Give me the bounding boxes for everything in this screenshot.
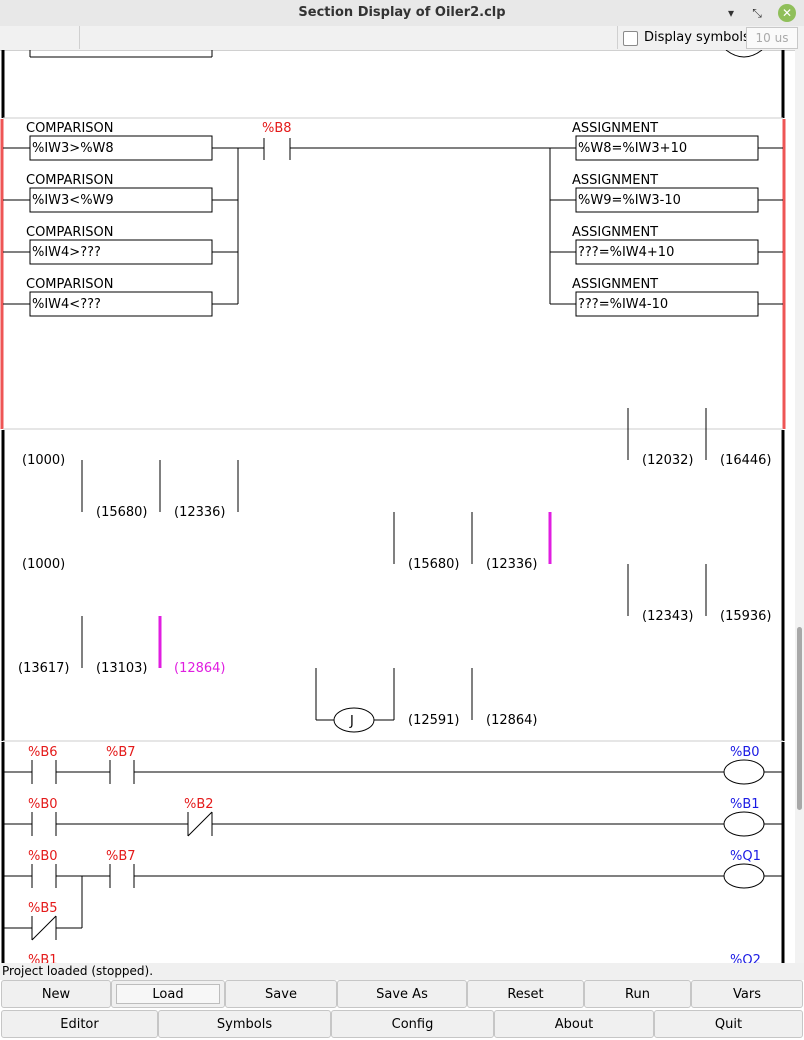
coil-label: %Q2 xyxy=(730,953,761,963)
assignment-title: ASSIGNMENT xyxy=(572,277,658,292)
net-value: (13617) xyxy=(18,661,70,676)
quit-button[interactable]: Quit xyxy=(654,1010,803,1038)
run-button[interactable]: Run xyxy=(584,980,691,1008)
display-symbols-checkbox[interactable] xyxy=(623,31,638,46)
net-value-active: (12864) xyxy=(174,661,226,676)
close-icon[interactable]: ✕ xyxy=(778,4,796,22)
comparison-title: COMPARISON xyxy=(26,225,114,240)
scan-time-field[interactable]: 10 us xyxy=(746,27,798,49)
symbols-button[interactable]: Symbols xyxy=(158,1010,331,1038)
scrollbar-thumb[interactable] xyxy=(797,627,802,810)
net-value: (16446) xyxy=(720,453,772,468)
net-value: (15680) xyxy=(408,557,460,572)
net-value: (12336) xyxy=(486,557,538,572)
reset-button[interactable]: Reset xyxy=(467,980,584,1008)
comparison-title: COMPARISON xyxy=(26,173,114,188)
comparison-expr: %IW3>%W8 xyxy=(32,141,114,156)
status-bar: Project loaded (stopped). xyxy=(0,963,804,980)
comparison-title: COMPARISON xyxy=(26,277,114,292)
new-button[interactable]: New xyxy=(1,980,111,1008)
coil-label: %B0 xyxy=(730,745,760,760)
net-value: (12343) xyxy=(642,609,694,624)
contact-label: %B6 xyxy=(28,745,58,760)
net-value: (1000) xyxy=(22,557,65,572)
display-symbols-label: Display symbols xyxy=(644,30,750,45)
net-value: (15936) xyxy=(720,609,772,624)
comparison-expr: %IW4>??? xyxy=(32,245,101,260)
assignment-expr: %W9=%IW3-10 xyxy=(578,193,681,208)
ladder-canvas[interactable]: COMPARISON %IW3>%W8 COMPARISON %IW3<%W9 … xyxy=(0,50,795,963)
load-button[interactable]: Load xyxy=(111,980,225,1008)
net-value: (12591) xyxy=(408,713,460,728)
contact-label: %B8 xyxy=(262,121,292,136)
assignment-title: ASSIGNMENT xyxy=(572,225,658,240)
net-value: (13103) xyxy=(96,661,148,676)
jump-label: J xyxy=(349,714,354,729)
toolbar: Display symbols 10 us xyxy=(0,26,804,51)
title-bar: Section Display of Oiler2.clp ▾ ⤡ ✕ xyxy=(0,0,804,27)
contact-label: %B2 xyxy=(184,797,214,812)
net-value: (1000) xyxy=(22,453,65,468)
restore-icon[interactable]: ⤡ xyxy=(752,6,762,20)
vertical-scrollbar[interactable] xyxy=(795,50,804,963)
comparison-expr: %IW3<%W9 xyxy=(32,193,114,208)
assignment-title: ASSIGNMENT xyxy=(572,121,658,136)
assignment-expr: ???=%IW4+10 xyxy=(578,245,674,260)
contact-label: %B7 xyxy=(106,849,136,864)
contact-label: %B0 xyxy=(28,797,58,812)
comparison-expr: %IW4<??? xyxy=(32,297,101,312)
save-as-button[interactable]: Save As xyxy=(337,980,467,1008)
about-button[interactable]: About xyxy=(494,1010,654,1038)
assignment-expr: %W8=%IW3+10 xyxy=(578,141,687,156)
net-value: (15680) xyxy=(96,505,148,520)
coil-label: %B1 xyxy=(730,797,760,812)
contact-label: %B1 xyxy=(28,953,58,963)
toolbar-cell xyxy=(80,26,618,49)
window-title: Section Display of Oiler2.clp xyxy=(298,5,506,20)
assignment-title: ASSIGNMENT xyxy=(572,173,658,188)
config-button[interactable]: Config xyxy=(331,1010,494,1038)
save-button[interactable]: Save xyxy=(225,980,337,1008)
net-value: (12864) xyxy=(486,713,538,728)
minimize-icon[interactable]: ▾ xyxy=(727,6,735,20)
load-button-label: Load xyxy=(116,984,220,1004)
net-value: (12032) xyxy=(642,453,694,468)
assignment-expr: ???=%IW4-10 xyxy=(578,297,668,312)
comparison-title: COMPARISON xyxy=(26,121,114,136)
coil-label: %Q1 xyxy=(730,849,761,864)
contact-label: %B0 xyxy=(28,849,58,864)
contact-label: %B7 xyxy=(106,745,136,760)
contact-label: %B5 xyxy=(28,901,58,916)
editor-button[interactable]: Editor xyxy=(1,1010,158,1038)
vars-button[interactable]: Vars xyxy=(691,980,803,1008)
net-value: (12336) xyxy=(174,505,226,520)
toolbar-cell xyxy=(0,26,80,49)
